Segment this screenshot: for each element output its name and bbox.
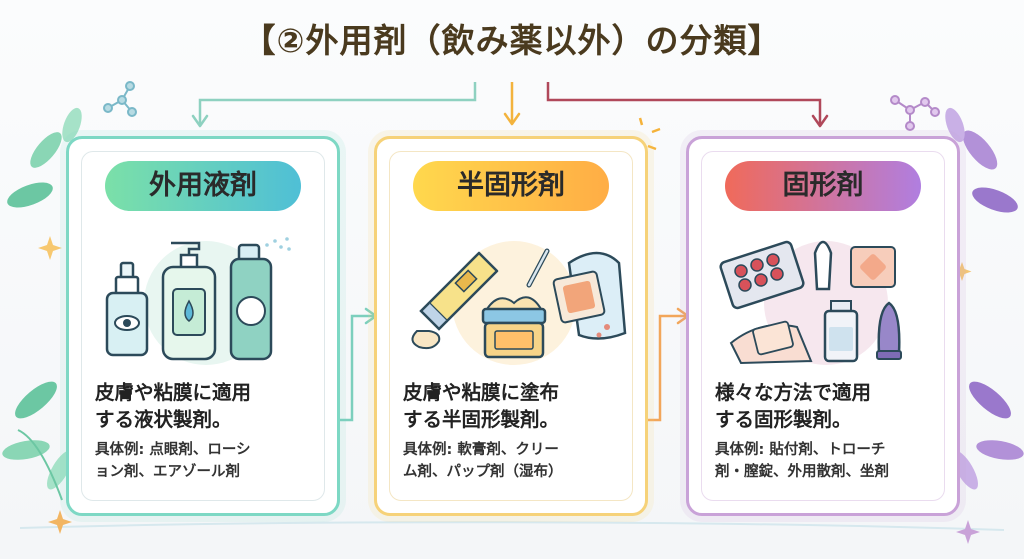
cream-jar-icon [481, 296, 547, 359]
molecule-icon-left [103, 81, 137, 117]
category-examples-solid: 具体例: 貼付剤、トローチ 剤・膣錠、外用散剤、坐剤 [715, 442, 889, 480]
page-title: 【②外用剤（飲み薬以外）の分類】 [242, 21, 782, 60]
lotion-pump-bottle-icon [161, 241, 217, 361]
tablet-blister-pack-icon [719, 240, 805, 310]
sparkle-icons [38, 117, 980, 544]
category-examples-semisolid: 具体例: 軟膏剤、クリー ム剤、パップ剤（湿布） [403, 442, 563, 480]
suppository-icon [813, 240, 833, 291]
ointment-tube-icon [411, 251, 499, 350]
eye-drop-bottle-icon [105, 261, 149, 357]
liquid-illustration [105, 237, 291, 365]
connector-center [503, 82, 521, 126]
connector-right [546, 82, 829, 128]
powder-bottle-icon [823, 300, 859, 363]
leaf-decoration-left [2, 107, 82, 501]
category-card-solid: 固形剤 様々な方法で適用 する固形製剤 [686, 136, 960, 516]
category-heading-semisolid: 半固形剤 [413, 161, 609, 211]
category-card-semisolid: 半固形剤 皮膚や粘膜に塗布 する半固形製剤。 具体例: 軟膏剤、クリー ム剤、パ [374, 136, 648, 516]
solid-illustration [719, 240, 902, 365]
molecule-icon-right [890, 95, 940, 131]
category-description-semisolid: 皮膚や粘膜に塗布 する半固形製剤。 [403, 381, 560, 431]
category-card-liquid: 外用液剤 皮膚や粘膜に適用 する液状製剤。 具体例: 点眼剤、ローシ ョ [66, 136, 340, 516]
category-description-solid: 様々な方法で適用 する固形製剤。 [715, 381, 872, 431]
vaginal-tablet-icon [876, 301, 902, 360]
category-heading-solid: 固形剤 [725, 161, 921, 211]
bottom-wave-line [19, 521, 1005, 531]
adhesive-patch-icon [729, 246, 896, 365]
category-description-liquid: 皮膚や粘膜に適用 する液状製剤。 [95, 381, 252, 431]
semisolid-illustration [411, 241, 627, 365]
category-heading-liquid: 外用液剤 [105, 161, 301, 211]
connector-left [191, 82, 477, 128]
poultice-patch-icon [552, 251, 627, 340]
aerosol-spray-can-icon [229, 237, 291, 361]
category-examples-liquid: 具体例: 点眼剤、ローシ ョン剤、エアゾール剤 [95, 442, 251, 480]
leaf-decoration-right [945, 107, 1024, 490]
